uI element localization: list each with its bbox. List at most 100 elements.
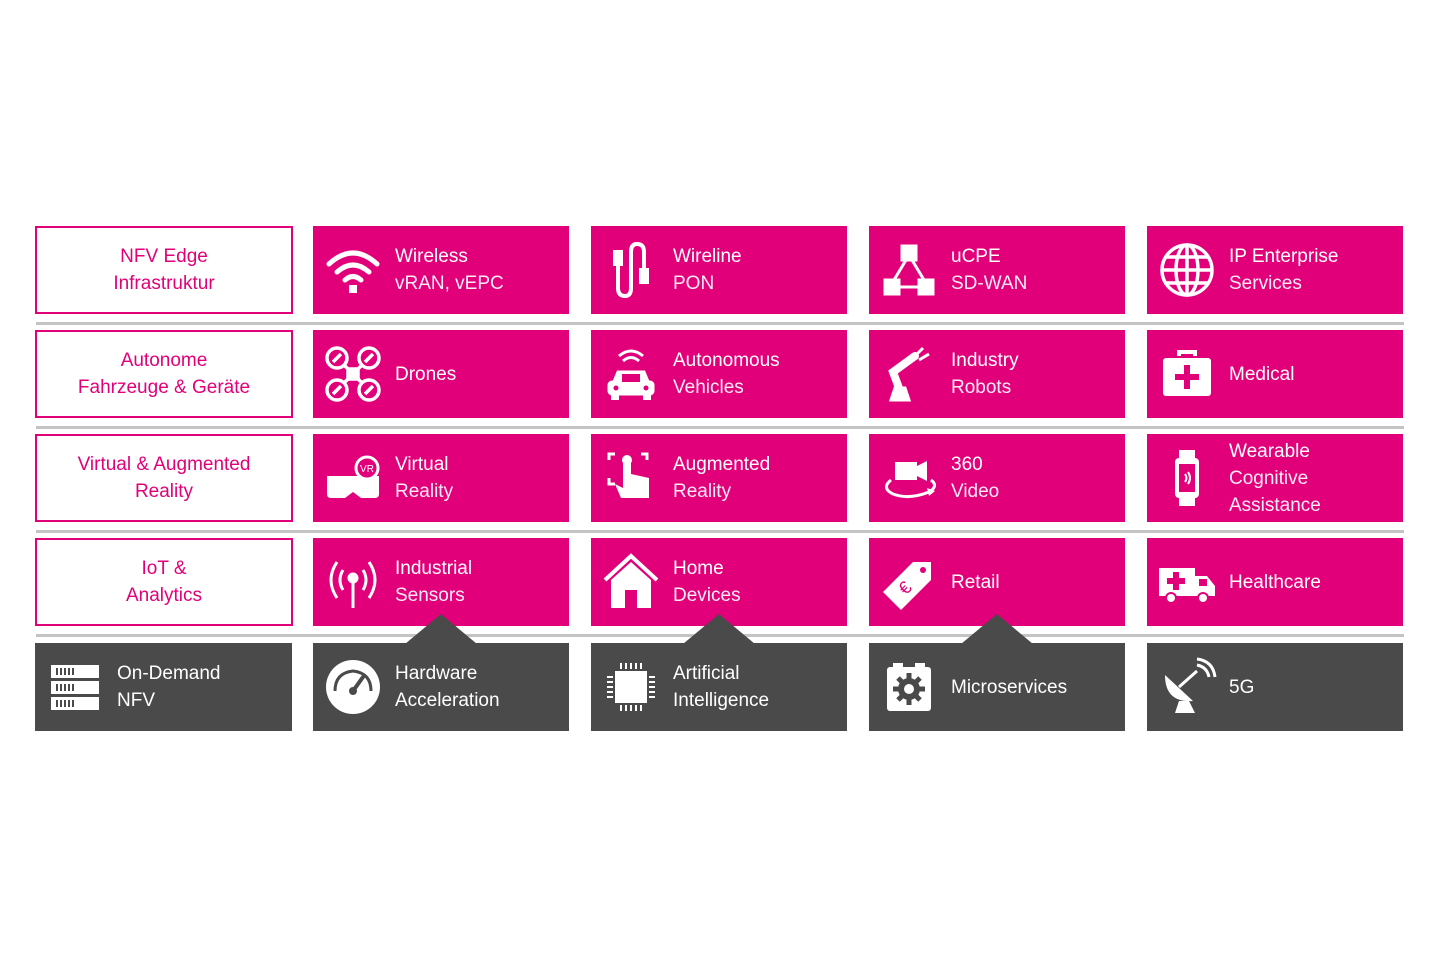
row-iot: IoT & Analytics Industrial Sensors Home … — [0, 538, 1440, 626]
globe-icon — [1155, 238, 1219, 302]
tile-autonomous-vehicles: Autonomous Vehicles — [591, 330, 847, 418]
touch-icon — [599, 446, 663, 510]
tile-subtitle: Assistance — [1229, 494, 1321, 516]
tile-industry-robots: Industry Robots — [869, 330, 1125, 418]
tile-healthcare: Healthcare — [1147, 538, 1403, 626]
cable-icon — [599, 238, 663, 302]
tile-title: Home — [673, 558, 724, 579]
row-separator — [36, 530, 1404, 533]
tile-title: Virtual — [395, 454, 449, 475]
price-tag-icon: € — [877, 550, 941, 614]
satellite-dish-icon — [1155, 655, 1219, 719]
tile-industrial-sensors: Industrial Sensors — [313, 538, 569, 626]
arrow-up — [405, 614, 477, 644]
arrow-up — [961, 614, 1033, 644]
tile-subtitle: Vehicles — [673, 377, 744, 398]
tile-title: uCPE — [951, 246, 1001, 267]
row-label-line: Analytics — [125, 585, 203, 606]
tile-subtitle: SD-WAN — [951, 273, 1028, 294]
tile-microservices: Microservices — [869, 643, 1125, 731]
row-nfv-edge: NFV Edge Infrastruktur Wireless vRAN, vE… — [0, 226, 1440, 314]
car-icon — [599, 342, 663, 406]
row-label-line: Virtual & Augmented — [77, 454, 251, 475]
smartwatch-icon — [1155, 446, 1219, 510]
tile-retail: € Retail — [869, 538, 1125, 626]
tile-subtitle: PON — [673, 273, 715, 294]
server-rack-icon — [43, 655, 107, 719]
tile-title: IP Enterprise — [1229, 246, 1339, 267]
tile-wireless: Wireless vRAN, vEPC — [313, 226, 569, 314]
tile-title: Wearable — [1229, 440, 1310, 462]
row-label-line: IoT & — [141, 558, 187, 579]
tile-subtitle: Reality — [673, 481, 732, 502]
tile-subtitle: Services — [1229, 273, 1302, 294]
row-label-line: Reality — [134, 481, 194, 502]
house-icon — [599, 550, 663, 614]
robot-arm-icon — [877, 342, 941, 406]
tile-title: On-Demand — [117, 663, 221, 684]
tile-subtitle: Intelligence — [673, 690, 770, 711]
video-360-icon — [877, 446, 941, 510]
tile-subtitle: vRAN, vEPC — [395, 273, 504, 294]
tile-ucpe: uCPE SD-WAN — [869, 226, 1125, 314]
row-label-nfv-edge: NFV Edge Infrastruktur — [35, 226, 293, 314]
tile-title: Retail — [951, 571, 1000, 593]
drone-icon — [321, 342, 385, 406]
tile-title: Wireless — [395, 246, 468, 267]
tile-subtitle: Devices — [673, 585, 741, 606]
tile-medical: Medical — [1147, 330, 1403, 418]
gear-container-icon — [877, 655, 941, 719]
chip-icon — [599, 655, 663, 719]
row-autonome: Autonome Fahrzeuge & Geräte Drones — [0, 330, 1440, 418]
tile-artificial-intelligence: Artificial Intelligence — [591, 643, 847, 731]
tile-title: 360 — [951, 454, 983, 475]
first-aid-kit-icon — [1155, 342, 1219, 406]
tile-on-demand-nfv: On-Demand NFV — [35, 643, 292, 731]
row-label-iot: IoT & Analytics — [35, 538, 293, 626]
row-separator — [36, 322, 1404, 325]
tile-drones: Drones — [313, 330, 569, 418]
tile-title: Autonomous — [673, 350, 780, 371]
tile-title: Industry — [951, 350, 1019, 371]
tile-subtitle: Acceleration — [395, 690, 500, 711]
tile-home-devices: Home Devices — [591, 538, 847, 626]
tile-wearable: Wearable Cognitive Assistance — [1147, 434, 1403, 522]
row-label-line: NFV Edge — [120, 246, 208, 267]
tile-subtitle: NFV — [117, 690, 155, 711]
tile-5g: 5G — [1147, 643, 1403, 731]
row-separator — [36, 426, 1404, 429]
tile-title: Microservices — [951, 676, 1068, 698]
tile-hardware-acceleration: Hardware Acceleration — [313, 643, 569, 731]
tile-title: Hardware — [395, 663, 478, 684]
row-label-vr-ar: Virtual & Augmented Reality — [35, 434, 293, 522]
row-label-line: Fahrzeuge & Geräte — [77, 377, 251, 398]
row-label-autonome: Autonome Fahrzeuge & Geräte — [35, 330, 293, 418]
tile-subtitle: Cognitive — [1229, 467, 1309, 489]
tile-subtitle: Sensors — [395, 585, 465, 606]
tile-wireline: Wireline PON — [591, 226, 847, 314]
tile-title: Augmented — [673, 454, 771, 475]
tile-title: Artificial — [673, 663, 740, 684]
ambulance-icon — [1155, 550, 1219, 614]
tile-augmented-reality: Augmented Reality — [591, 434, 847, 522]
vr-headset-icon: VR — [321, 446, 385, 510]
network-icon — [877, 238, 941, 302]
svg-text:VR: VR — [360, 464, 374, 475]
sensor-icon — [321, 550, 385, 614]
tile-title: Industrial — [395, 558, 473, 579]
tile-virtual-reality: VR Virtual Reality — [313, 434, 569, 522]
tile-title: Healthcare — [1229, 571, 1321, 593]
tile-ip-enterprise: IP Enterprise Services — [1147, 226, 1403, 314]
arrow-up — [683, 614, 755, 644]
tile-title: Wireline — [673, 246, 742, 267]
tile-subtitle: Video — [951, 481, 1000, 502]
tile-subtitle: Reality — [395, 481, 454, 502]
row-vr-ar: Virtual & Augmented Reality VR Virtual R… — [0, 434, 1440, 522]
tile-title: Medical — [1229, 363, 1295, 385]
speedometer-icon — [321, 655, 385, 719]
tile-subtitle: Robots — [951, 377, 1012, 398]
wifi-icon — [321, 238, 385, 302]
row-enablers: On-Demand NFV Hardware Acceleration — [0, 643, 1440, 731]
row-label-line: Infrastruktur — [113, 273, 215, 294]
row-label-line: Autonome — [120, 350, 208, 371]
